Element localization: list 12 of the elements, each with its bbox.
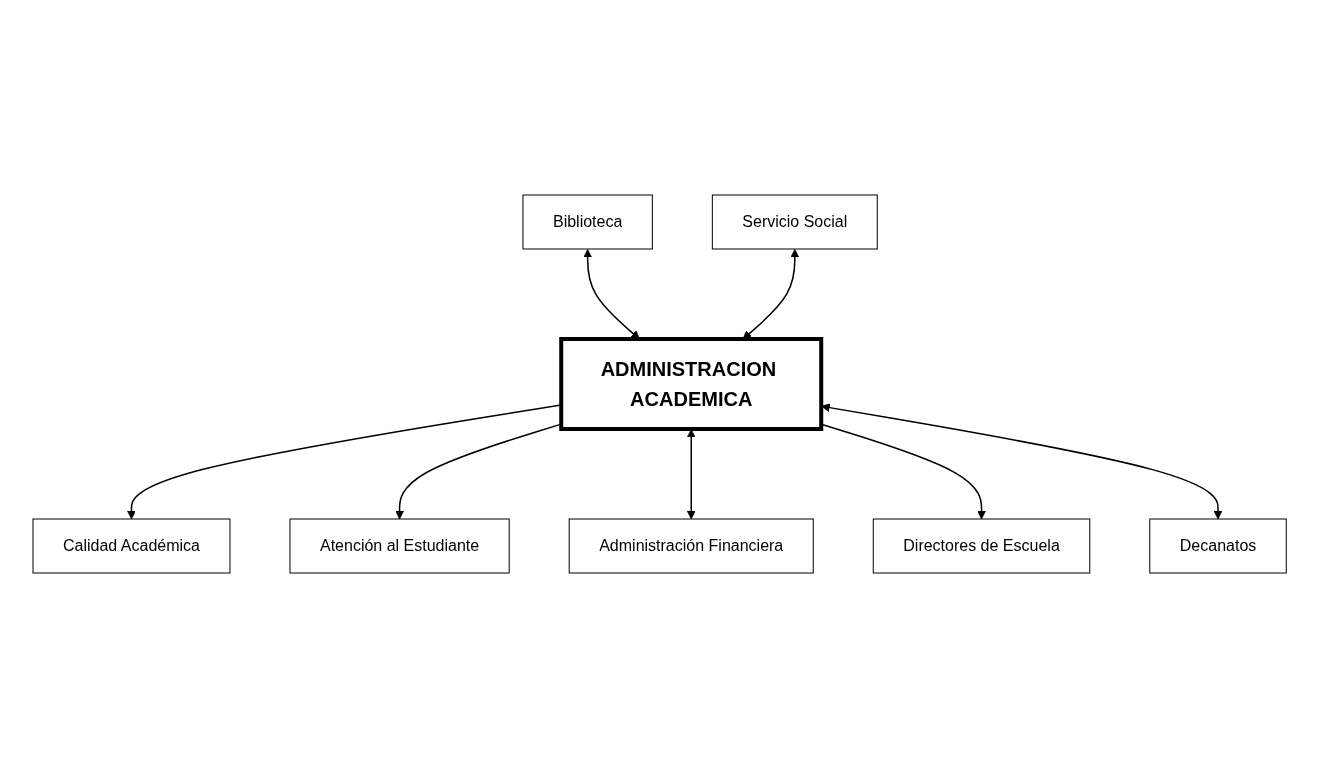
node-box: ADMINISTRACION ACADEMICA: [559, 337, 824, 431]
node-box: Administración Financiera: [568, 518, 814, 574]
arrow: [821, 403, 1223, 520]
node-box: Decanatos: [1149, 518, 1287, 574]
node-box: Atención al Estudiante: [289, 518, 510, 574]
arrow: [686, 429, 696, 520]
node-box: Calidad Académica: [32, 518, 231, 574]
node-box: Directores de Escuela: [872, 518, 1091, 574]
node-box: Servicio Social: [711, 194, 878, 250]
arrow: [583, 249, 640, 340]
node-box: Biblioteca: [522, 194, 653, 250]
arrow: [742, 249, 800, 340]
